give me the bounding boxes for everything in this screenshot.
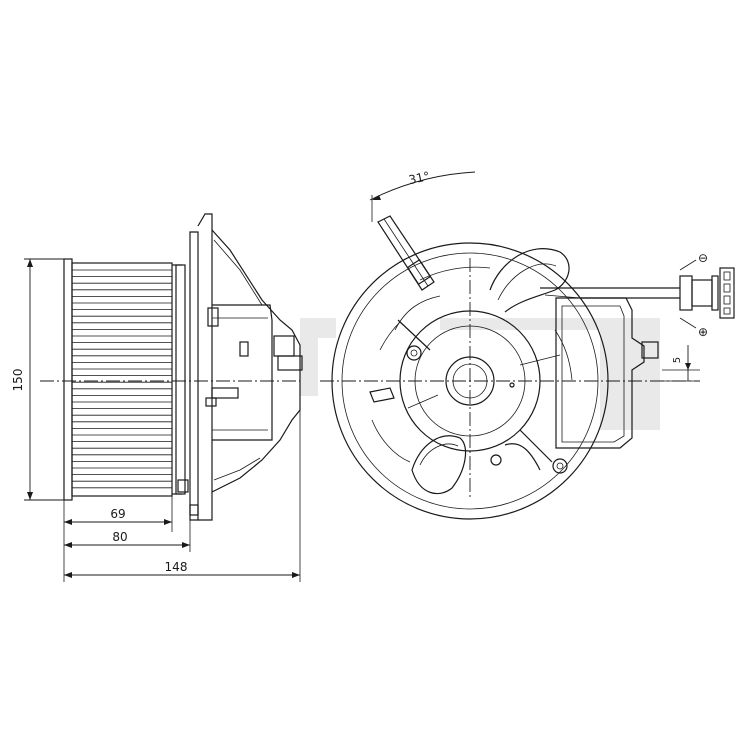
side-view: 150 (11, 213, 303, 521)
dim-angle-label: 31° (407, 169, 431, 187)
dim-width-inner-label: 69 (110, 507, 125, 521)
dim-width-total-label: 148 (165, 560, 188, 574)
dim-width-mid-label: 80 (112, 530, 127, 544)
fan-blade-lines (72, 269, 172, 489)
front-view: ⊖ ⊕ (320, 215, 735, 520)
watermark (300, 318, 660, 430)
side-view-dimensions: 69 80 148 (63, 410, 301, 582)
minus-terminal-symbol: ⊖ (698, 251, 708, 265)
plus-terminal-symbol: ⊕ (698, 325, 708, 339)
dim-offset-label: 5 (672, 357, 683, 363)
front-view-dimensions: 31° 5 (369, 169, 700, 382)
dim-diameter-label: 150 (11, 369, 25, 392)
